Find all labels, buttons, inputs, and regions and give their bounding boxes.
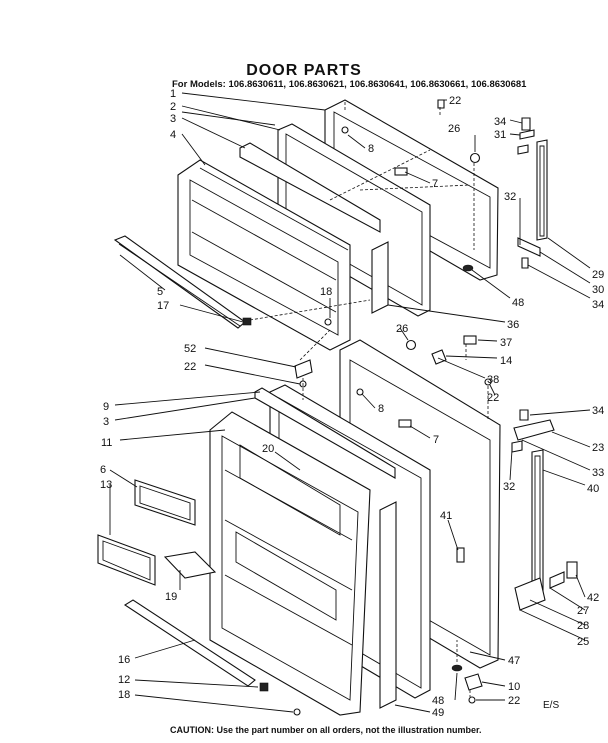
page-title: DOOR PARTS (246, 62, 362, 79)
freezer-plug (341, 126, 349, 134)
plug-8-lower (356, 388, 364, 396)
drawing-code: E/S (543, 700, 560, 711)
callout-28: 28 (577, 620, 589, 632)
callout-34-lower: 34 (592, 405, 604, 417)
callout-18-upper: 18 (320, 286, 332, 298)
callout-5: 5 (157, 286, 163, 298)
callout-14: 14 (500, 355, 512, 367)
door-spacer-lower (379, 501, 397, 709)
shelf-end-cap (242, 317, 252, 326)
hinge-pin-52 (294, 359, 313, 379)
screw-22-mid (484, 378, 492, 386)
callout-6: 6 (100, 464, 106, 476)
bracket-37 (463, 335, 477, 345)
freezer-cap (469, 152, 481, 164)
freezer-door-stop (394, 167, 408, 176)
callout-8-lower: 8 (378, 403, 384, 415)
callout-36: 36 (507, 319, 519, 331)
callout-38: 38 (487, 374, 499, 386)
door-stop-lower (398, 419, 412, 428)
callout-19: 19 (165, 591, 177, 603)
lower-handle-assembly (511, 409, 578, 611)
callout-7-upper: 7 (432, 178, 438, 190)
callout-41: 41 (440, 510, 452, 522)
callout-32-upper: 32 (504, 191, 516, 203)
callout-9: 9 (103, 401, 109, 413)
callout-13: 13 (100, 479, 112, 491)
hinge-10 (464, 673, 483, 691)
callout-40: 40 (587, 483, 599, 495)
callout-48-upper: 48 (512, 297, 524, 309)
callout-1: 1 (170, 88, 176, 100)
callout-22-top: 22 (449, 95, 461, 107)
callout-37: 37 (500, 337, 512, 349)
upper-handle-assembly (517, 117, 548, 269)
callout-11: 11 (101, 437, 112, 449)
freezer-shelf-edge (118, 243, 241, 327)
callout-12: 12 (118, 674, 130, 686)
callout-8-upper: 8 (368, 143, 374, 155)
refrigerator-breaker-strip (254, 387, 396, 479)
callout-23: 23 (592, 442, 604, 454)
freezer-washer (462, 264, 474, 272)
callout-25: 25 (577, 636, 589, 648)
bushing-14 (431, 349, 447, 365)
models-line: For Models: 106.8630611, 106.8630621, 10… (172, 79, 527, 90)
dairy-bin-6 (134, 479, 196, 526)
callout-47: 47 (508, 655, 520, 667)
callout-22-mid: 22 (487, 392, 499, 404)
shelf-end-cap-lower (259, 682, 269, 692)
refrigerator-door-liner (209, 411, 371, 716)
freezer-top-screw (437, 99, 445, 109)
callout-52: 52 (184, 343, 196, 355)
egg-tray-19 (163, 551, 217, 579)
callout-7-lower: 7 (433, 434, 439, 446)
callout-34-top: 34 (494, 116, 506, 128)
callout-22-bottom: 22 (508, 695, 520, 707)
callout-22-hinge: 22 (184, 361, 196, 373)
callout-27: 27 (577, 605, 589, 617)
plug-41 (456, 547, 465, 563)
screw-22-bottom (468, 696, 476, 704)
callout-33: 33 (592, 467, 604, 479)
callout-32-lower: 32 (503, 481, 515, 493)
cap-26 (405, 339, 417, 351)
callout-16: 16 (118, 654, 130, 666)
freezer-breaker-strip (239, 142, 381, 233)
refrigerator-shelf (123, 599, 256, 687)
callout-34-upper: 34 (592, 299, 604, 311)
callout-20: 20 (262, 443, 274, 455)
callout-17: 17 (157, 300, 169, 312)
callout-3-lower: 3 (103, 416, 109, 428)
callout-29: 29 (592, 269, 604, 281)
callout-4: 4 (170, 129, 176, 141)
callout-26-upper: 26 (448, 123, 460, 135)
callout-31: 31 (494, 129, 506, 141)
callout-42: 42 (587, 592, 599, 604)
freezer-door-liner (177, 159, 351, 351)
callout-3: 3 (170, 113, 176, 125)
caution-note: CAUTION: Use the part number on all orde… (170, 725, 482, 735)
callout-10: 10 (508, 681, 520, 693)
washer-48-lower (451, 664, 463, 672)
screw-18 (293, 708, 301, 716)
callout-numbers: 1 2 3 4 5 17 18 22 8 7 26 34 31 32 29 30… (100, 88, 604, 719)
door-spacer-block (371, 241, 389, 314)
callout-48-lower: 48 (432, 695, 444, 707)
callout-49: 49 (432, 707, 444, 719)
callout-18-lower: 18 (118, 689, 130, 701)
leader-lines (109, 92, 591, 713)
liner-screw (324, 318, 332, 326)
door-bin-13 (97, 534, 156, 586)
callout-26-lower: 26 (396, 323, 408, 335)
callout-30: 30 (592, 284, 604, 296)
callout-2: 2 (170, 101, 176, 113)
